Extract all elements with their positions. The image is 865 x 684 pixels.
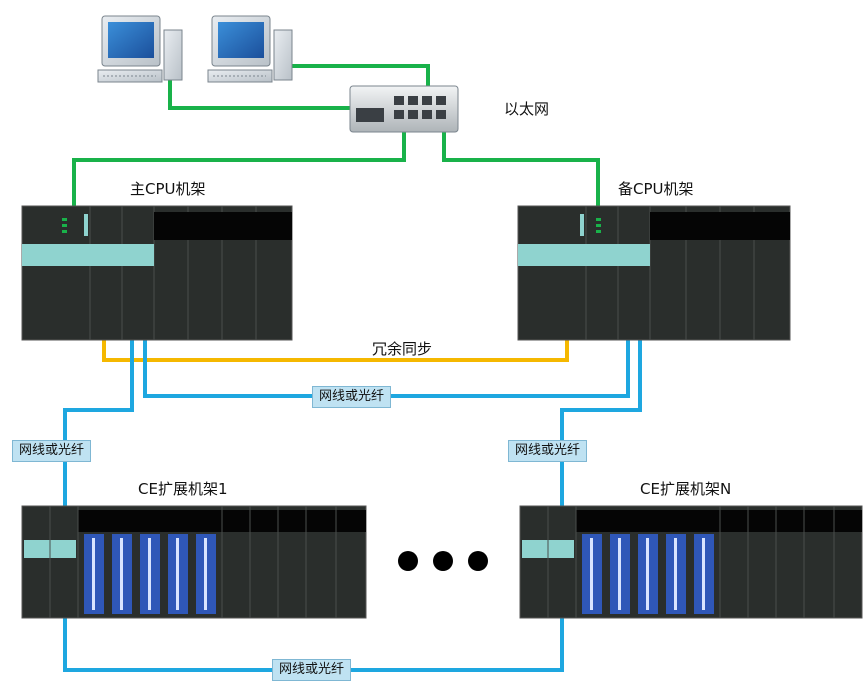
backup-rack-label: 备CPU机架 <box>618 180 694 198</box>
primary-rack-label: 主CPU机架 <box>130 180 206 198</box>
link-label-center: 网线或光纤 <box>312 386 392 408</box>
redundancy-sync-label: 冗余同步 <box>372 340 433 358</box>
network-switch-icon <box>349 85 459 133</box>
ellipsis-dot <box>433 551 453 571</box>
workstation-icon <box>207 15 293 83</box>
backup-cpu-rack <box>517 205 791 341</box>
link-label-left: 网线或光纤 <box>12 440 92 462</box>
redundancy-sync-line <box>102 338 569 362</box>
ce-expansion-rack-n <box>519 505 863 619</box>
primary-cpu-rack <box>21 205 293 341</box>
ce-expansion-rack-1 <box>21 505 367 619</box>
ext-rack-1-label: CE扩展机架1 <box>138 480 228 498</box>
link-label-right: 网线或光纤 <box>508 440 588 462</box>
workstation-icon <box>97 15 183 83</box>
ellipsis-dot <box>468 551 488 571</box>
link-label-bottom: 网线或光纤 <box>272 659 352 681</box>
ethernet-lines <box>72 64 600 208</box>
ext-rack-n-label: CE扩展机架N <box>640 480 732 498</box>
ethernet-label: 以太网 <box>504 100 550 118</box>
ellipsis-dot <box>398 551 418 571</box>
